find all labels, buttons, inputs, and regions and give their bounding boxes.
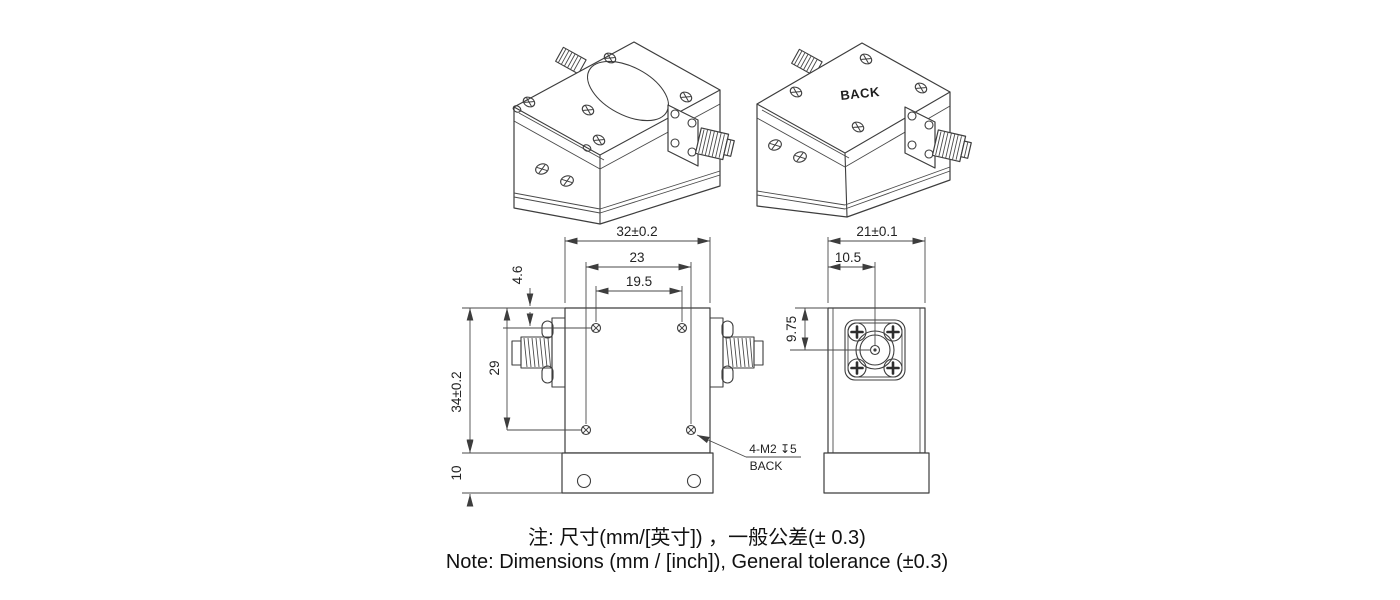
phillips-screw-icon: [846, 357, 868, 379]
iso-front-rim-line: [518, 112, 605, 161]
extension-lines-32: [564, 237, 711, 303]
flange-hole-icon: [686, 473, 702, 489]
front-body-outline: [564, 307, 711, 454]
iso-back-rim-line: [761, 109, 850, 159]
extension-lines-9-75: [790, 307, 871, 351]
phillips-screw-icon: [882, 357, 904, 379]
dim-text-top-offset: 4.6: [510, 266, 525, 285]
flange-hole-icon: [576, 473, 592, 489]
dim-text-center-x: 10.5: [835, 250, 861, 265]
iso-back-lid-seam: [756, 105, 951, 168]
iso-view-back: BACK: [756, 42, 974, 218]
note-line-english: Note: Dimensions (mm / [inch]), General …: [446, 551, 948, 573]
iso-back-base-seam: [756, 166, 951, 210]
rim-hole-icon: [512, 105, 522, 113]
dim-text-hole-drop: 29: [487, 360, 502, 375]
dim-text-holes-bottom: 23: [629, 250, 644, 265]
side-base-flange: [823, 452, 930, 494]
callout-leader: [696, 434, 747, 458]
dim-text-center-y: 9.75: [784, 316, 799, 342]
extension-lines-21: [827, 237, 926, 303]
right-sma-connector-icon: [708, 317, 764, 388]
connector-pin-dot: [873, 348, 877, 352]
rear-sma-connector-icon: [555, 46, 587, 75]
iso-back-label: BACK: [840, 84, 881, 103]
front-sma-connector-icon: [667, 104, 737, 167]
dim-text-holes-top: 19.5: [626, 274, 652, 289]
front-view: 32±0.2 23 19.5 34±0.2 10 29 4.6 4-M2 ↧5 …: [449, 224, 801, 507]
iso-front-lid-circle: [586, 60, 670, 122]
callout-face-text: BACK: [750, 459, 783, 473]
phillips-screw-icon: [882, 321, 904, 343]
drawing-notes: 注: 尺寸(mm/[英寸]) ，一般公差(± 0.3) Note: Dimens…: [446, 526, 948, 573]
extension-lines-left: [462, 307, 591, 494]
dim-text-width: 32±0.2: [616, 224, 657, 239]
rim-hole-icon: [582, 144, 592, 152]
callout-spec-text: 4-M2 ↧5: [749, 442, 797, 456]
phillips-screw-icon: [846, 321, 868, 343]
thread-callout: 4-M2 ↧5 BACK: [696, 434, 801, 473]
dim-text-height: 34±0.2: [449, 371, 464, 412]
dim-text-side-width: 21±0.1: [856, 224, 897, 239]
note-line-chinese: 注: 尺寸(mm/[英寸]) ，一般公差(± 0.3): [528, 526, 866, 549]
extension-lines-23: [585, 262, 692, 424]
back-sma-connector-icon: [904, 106, 974, 169]
iso-view-front: [512, 41, 737, 225]
side-view: 21±0.1 10.5 9.75: [784, 224, 930, 494]
dim-text-flange: 10: [449, 465, 464, 480]
iso-front-base-seam: [513, 170, 721, 214]
iso-front-lid-seam: [513, 103, 721, 170]
side-body-inner-edges: [832, 308, 921, 453]
